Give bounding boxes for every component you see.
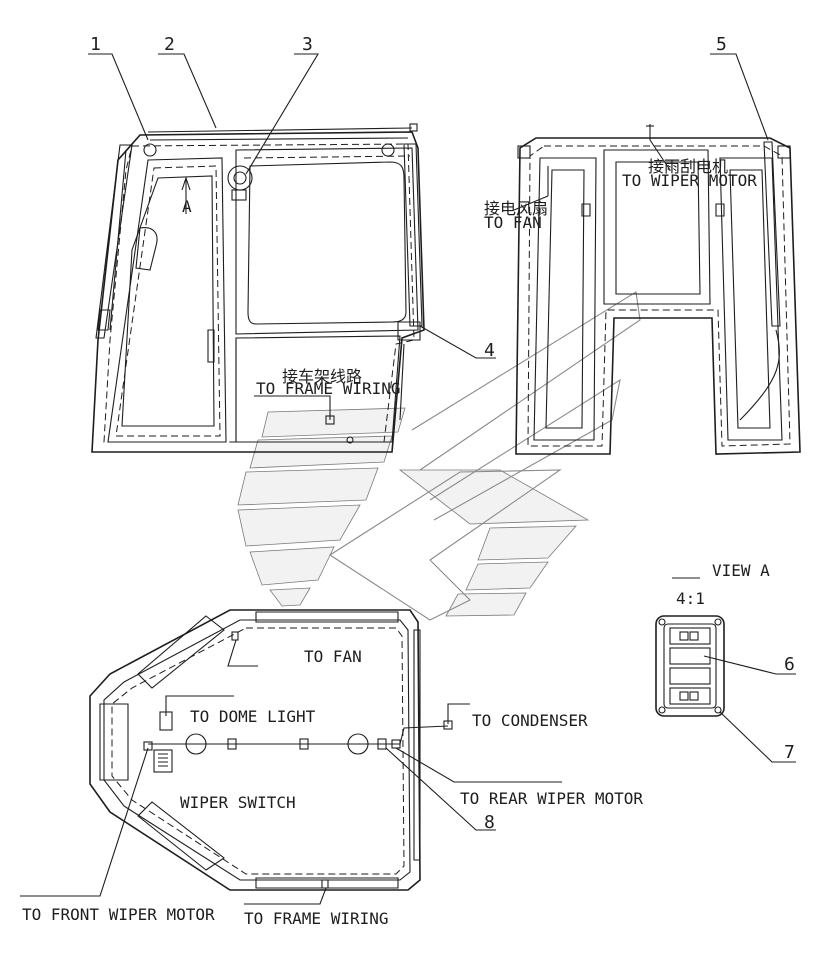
to-frame-wiring-top-label: TO FRAME WIRING: [256, 379, 401, 398]
to-fan-top-label: TO FAN: [484, 213, 542, 232]
to-frame-wiring-label: TO FRAME WIRING: [244, 909, 389, 928]
to-dome-light-label: TO DOME LIGHT: [190, 707, 316, 726]
callout-5: 5: [716, 34, 727, 55]
to-fan-label: TO FAN: [304, 647, 362, 666]
leader-lines: [20, 53, 796, 905]
callout-6: 6: [784, 654, 795, 675]
cab-side-view: [91, 123, 425, 453]
cab-rear-view: [515, 124, 801, 455]
cn-to-frame-label: 接车架线路: [282, 367, 362, 386]
to-condenser-label: TO CONDENSER: [472, 711, 588, 730]
callout-numbers: 1 2 3 4 5 6 7 8: [90, 34, 795, 833]
view-a-arrow-label: A: [182, 197, 192, 216]
view-a-label: VIEW A: [712, 561, 770, 580]
callout-2: 2: [164, 34, 175, 55]
cn-to-fan-label: 接电风扇: [484, 199, 548, 218]
callout-4: 4: [484, 340, 495, 361]
callout-7: 7: [784, 742, 795, 763]
to-wiper-motor-label: TO WIPER MOTOR: [622, 171, 757, 190]
cab-plan-view: [89, 609, 453, 891]
cn-to-wiper-label: 接雨刮电机: [648, 157, 728, 176]
view-a-switch-panel: [655, 615, 725, 717]
callout-8: 8: [484, 812, 495, 833]
to-front-wiper-motor-label: TO FRONT WIPER MOTOR: [22, 905, 215, 924]
scale-label: 4:1: [676, 589, 705, 608]
callout-3: 3: [302, 34, 313, 55]
callout-1: 1: [90, 34, 101, 55]
watermark-logo: [237, 291, 641, 621]
wiring-labels: A 接车架线路 TO FRAME WIRING 接电风扇 TO FAN 接雨刮电…: [22, 157, 770, 928]
wiper-switch-label: WIPER SWITCH: [180, 793, 296, 812]
to-rear-wiper-motor-label: TO REAR WIPER MOTOR: [460, 789, 643, 808]
